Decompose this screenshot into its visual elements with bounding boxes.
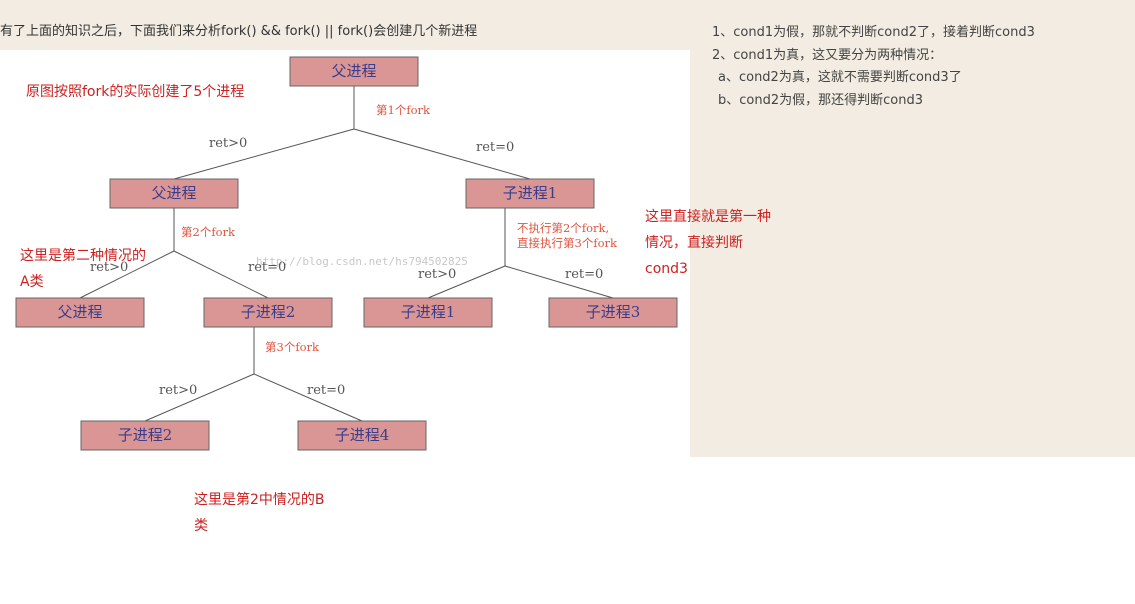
node-l2-child3: 子进程3 — [548, 297, 678, 328]
edge-label-eq-bottom: ret=0 — [307, 383, 345, 398]
node-l2-parent-label: 父进程 — [57, 303, 102, 321]
edge-label-gt-left: ret>0 — [90, 260, 128, 275]
edge-root-left — [173, 128, 355, 180]
annotation-case-a-line1: 这里是第二种情况的 — [20, 248, 146, 264]
node-l1-parent: 父进程 — [109, 178, 239, 209]
edge-l2child2-right — [253, 373, 363, 422]
fork-label-third: 第3个fork — [265, 340, 320, 354]
node-l3-child4: 子进程4 — [297, 420, 427, 451]
annotation-case-b-line2: 类 — [194, 518, 208, 534]
watermark-text: http://blog.csdn.net/hs794502825 — [256, 255, 468, 268]
node-l3-child2-label: 子进程2 — [118, 426, 173, 444]
edge-label-eq-left: ret=0 — [248, 260, 286, 275]
node-l3-child2: 子进程2 — [80, 420, 210, 451]
edge-label-gt-right: ret>0 — [418, 267, 456, 282]
annotation-case-b-line1: 这里是第2中情况的B — [194, 492, 325, 508]
intro-text: 有了上面的知识之后，下面我们来分析fork() && fork() || for… — [0, 24, 478, 39]
fork-label-skip-line2: 直接执行第3个fork — [517, 236, 618, 250]
edge-l1child1-right — [504, 265, 614, 299]
annotation-case-one-line1: 这里直接就是第一种 — [645, 209, 771, 225]
edge-l1child1-left — [427, 265, 506, 299]
fork-label-skip-line1: 不执行第2个fork, — [517, 221, 609, 235]
edge-label-gt-bottom: ret>0 — [159, 383, 197, 398]
node-root-label: 父进程 — [331, 62, 376, 80]
note-line-3: a、cond2为真，这就不需要判断cond3了 — [718, 70, 962, 85]
annotation-case-a: 这里是第二种情况的 A类 — [20, 243, 146, 295]
edge-root-right — [353, 128, 531, 180]
node-l1-child1: 子进程1 — [465, 178, 595, 209]
node-l1-parent-label: 父进程 — [151, 184, 196, 202]
note-line-1: 1、cond1为假，那就不判断cond2了，接着判断cond3 — [712, 25, 1035, 40]
node-l2-child1-label: 子进程1 — [401, 303, 456, 321]
node-root: 父进程 — [289, 56, 419, 87]
node-l2-parent: 父进程 — [15, 297, 145, 328]
note-line-4: b、cond2为假，那还得判断cond3 — [718, 92, 923, 108]
node-l2-child3-label: 子进程3 — [586, 303, 641, 321]
note-line-2: 2、cond1为真，这又要分为两种情况： — [712, 47, 943, 63]
right-panel-background — [690, 0, 1135, 457]
fork-process-tree: http://blog.csdn.net/hs794502825 父进程 父进程… — [15, 56, 678, 451]
node-l2-child2: 子进程2 — [203, 297, 333, 328]
edge-label-eq-right: ret=0 — [565, 267, 603, 282]
edge-l2child2-left — [144, 373, 255, 422]
annotation-case-one: 这里直接就是第一种 情况，直接判断 cond3 — [645, 204, 771, 282]
tree-edges — [79, 86, 614, 422]
fork-label-second: 第2个fork — [181, 225, 236, 239]
edge-label-eq-root: ret=0 — [476, 140, 514, 155]
edge-l1parent-right — [173, 250, 269, 299]
annotation-case-one-line2: 情况，直接判断 — [645, 235, 743, 251]
annotation-case-b: 这里是第2中情况的B 类 — [194, 487, 325, 539]
node-l2-child1: 子进程1 — [363, 297, 493, 328]
fork-label-first: 第1个fork — [376, 103, 431, 117]
annotation-case-one-line3: cond3 — [645, 261, 688, 277]
edge-label-gt-root: ret>0 — [209, 136, 247, 151]
annotation-total-processes: 原图按照fork的实际创建了5个进程 — [26, 84, 245, 100]
node-l3-child4-label: 子进程4 — [335, 426, 390, 444]
annotation-case-a-line2: A类 — [20, 274, 44, 290]
condition-notes: 1、cond1为假，那就不判断cond2了，接着判断cond3 2、cond1为… — [712, 22, 1035, 112]
node-l1-child1-label: 子进程1 — [503, 184, 558, 202]
edge-l1parent-left — [79, 250, 175, 299]
node-l2-child2-label: 子进程2 — [241, 303, 296, 321]
